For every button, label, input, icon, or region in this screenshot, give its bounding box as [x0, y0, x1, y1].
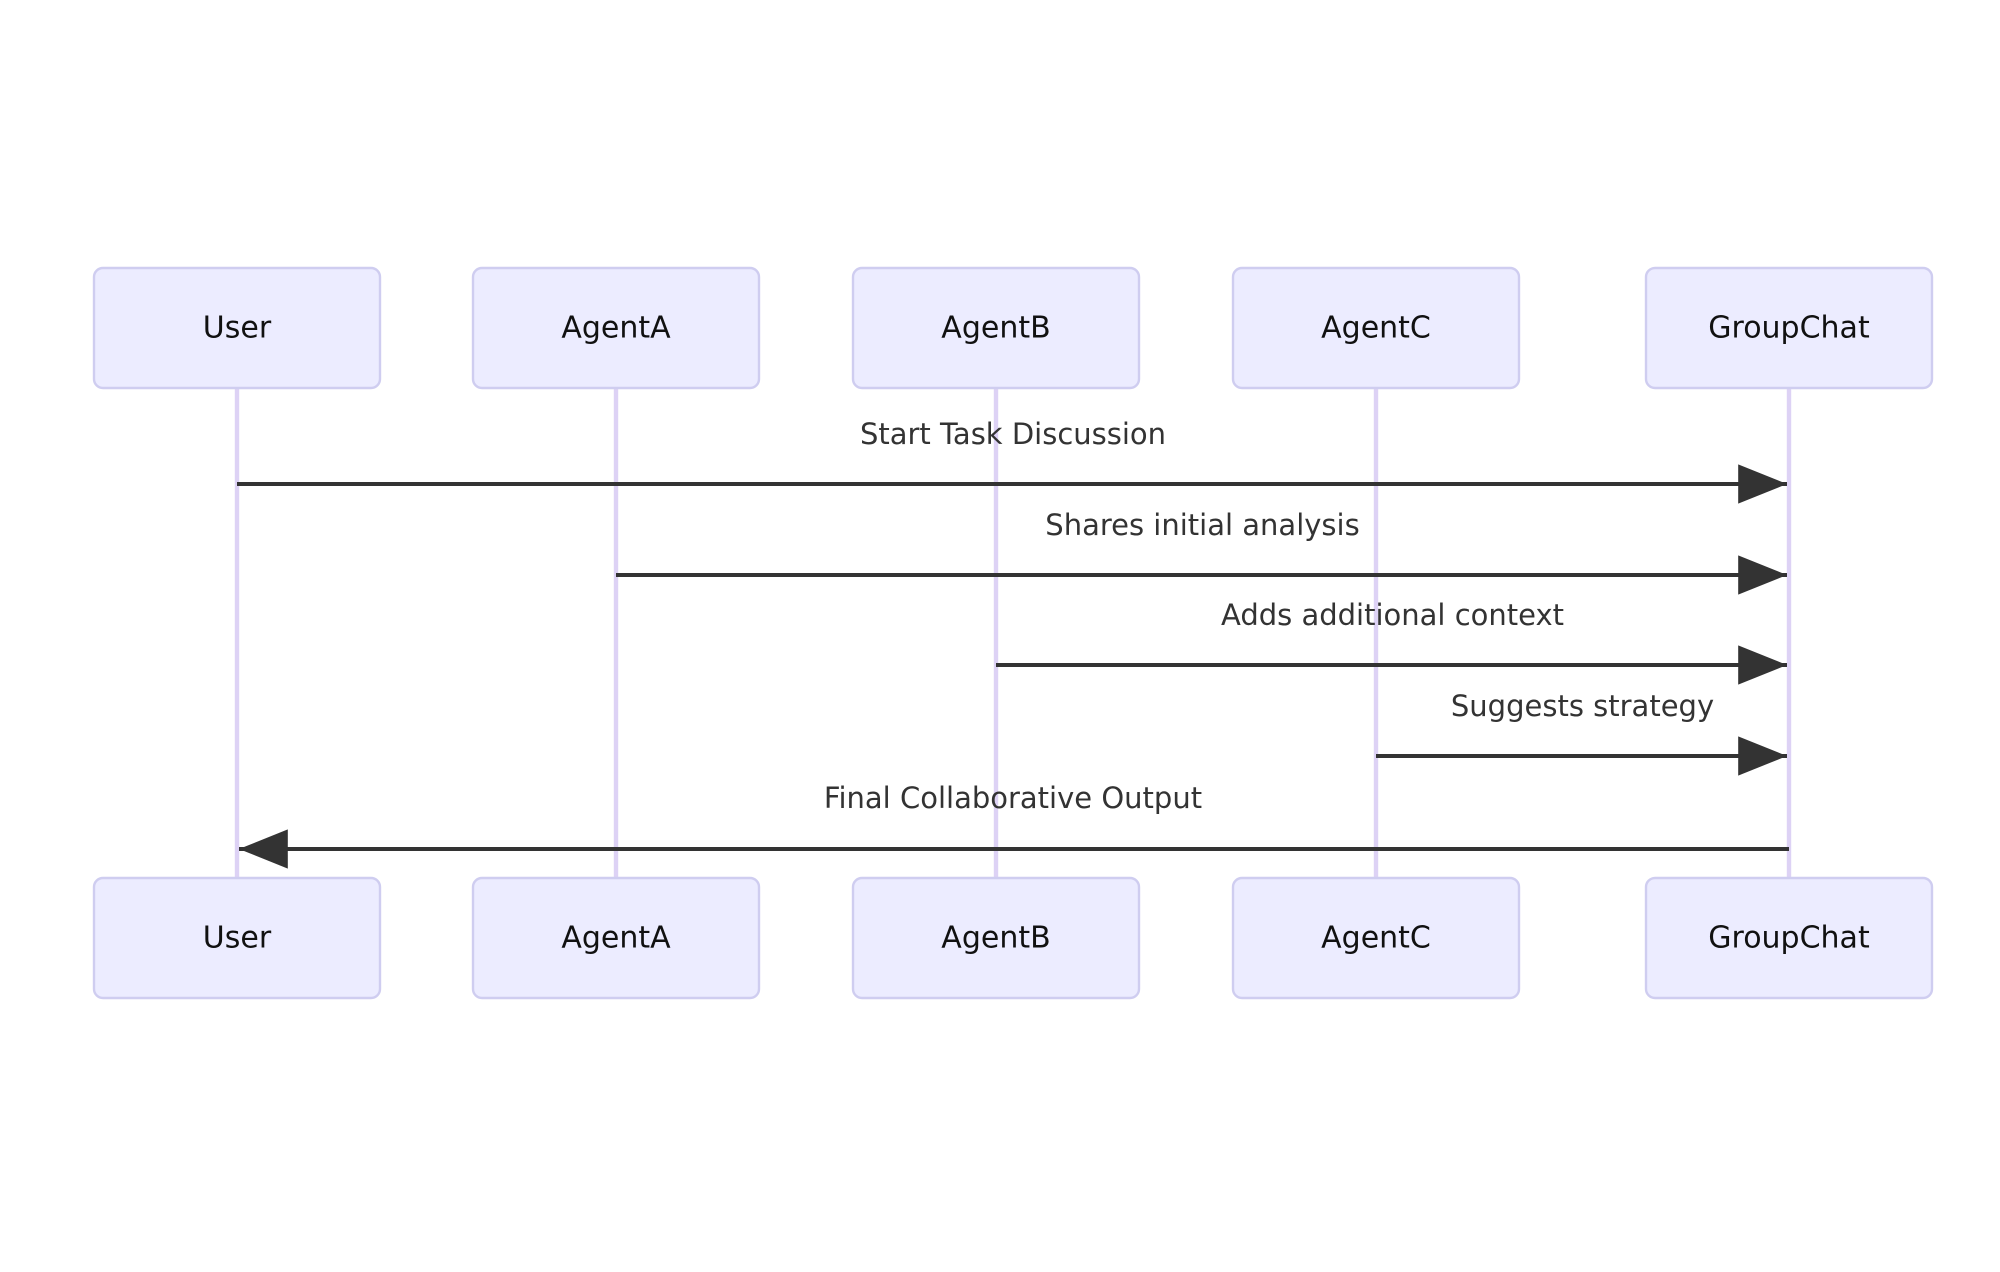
actor-boxes-bottom: User AgentA AgentB AgentC GroupChat [92, 876, 1934, 1000]
actor-agenta-top[interactable]: AgentA [471, 266, 761, 390]
actor-box-agentc-bottom[interactable] [1231, 876, 1521, 1000]
actor-agenta-bottom[interactable]: AgentA [471, 876, 761, 1000]
message-label-4: Suggests strategy [1451, 689, 1714, 723]
message-4[interactable]: Suggests strategy [1376, 689, 1788, 776]
lifelines-group [234, 388, 1792, 890]
actor-box-groupchat-top[interactable] [1644, 266, 1934, 390]
message-label-1: Start Task Discussion [860, 417, 1166, 451]
actor-user-bottom[interactable]: User [92, 876, 382, 1000]
actor-label-groupchat-top: GroupChat [1708, 311, 1870, 346]
message-5[interactable]: Final Collaborative Output [238, 781, 1789, 869]
actor-box-agentb-top[interactable] [851, 266, 1141, 390]
message-label-2: Shares initial analysis [1045, 508, 1359, 542]
actor-box-agenta-top[interactable] [471, 266, 761, 390]
message-1[interactable]: Start Task Discussion [237, 417, 1788, 504]
actor-label-agenta-top: AgentA [561, 311, 671, 346]
message-label-3: Adds additional context [1221, 598, 1564, 632]
actor-agentc-bottom[interactable]: AgentC [1231, 876, 1521, 1000]
actor-agentc-top[interactable]: AgentC [1231, 266, 1521, 390]
actor-box-agentc-top[interactable] [1231, 266, 1521, 390]
actor-label-agenta-bottom: AgentA [561, 921, 671, 956]
message-3[interactable]: Adds additional context [996, 598, 1788, 685]
actor-label-groupchat-bottom: GroupChat [1708, 921, 1870, 956]
actor-boxes-top: User AgentA AgentB AgentC GroupChat [92, 266, 1934, 390]
actor-groupchat-bottom[interactable]: GroupChat [1644, 876, 1934, 1000]
actor-box-agenta-bottom[interactable] [471, 876, 761, 1000]
actor-label-agentb-bottom: AgentB [941, 921, 1050, 956]
actor-agentb-top[interactable]: AgentB [851, 266, 1141, 390]
actor-label-agentc-bottom: AgentC [1321, 921, 1431, 956]
actor-label-agentc-top: AgentC [1321, 311, 1431, 346]
actor-box-user-bottom[interactable] [92, 876, 382, 1000]
actor-box-groupchat-bottom[interactable] [1644, 876, 1934, 1000]
message-label-5: Final Collaborative Output [824, 781, 1202, 815]
actor-label-user-top: User [203, 311, 272, 346]
actor-box-agentb-bottom[interactable] [851, 876, 1141, 1000]
actor-user-top[interactable]: User [92, 266, 382, 390]
actor-box-user-top[interactable] [92, 266, 382, 390]
actor-groupchat-top[interactable]: GroupChat [1644, 266, 1934, 390]
actor-agentb-bottom[interactable]: AgentB [851, 876, 1141, 1000]
actor-label-agentb-top: AgentB [941, 311, 1050, 346]
message-2[interactable]: Shares initial analysis [616, 508, 1788, 595]
actor-label-user-bottom: User [203, 921, 272, 956]
